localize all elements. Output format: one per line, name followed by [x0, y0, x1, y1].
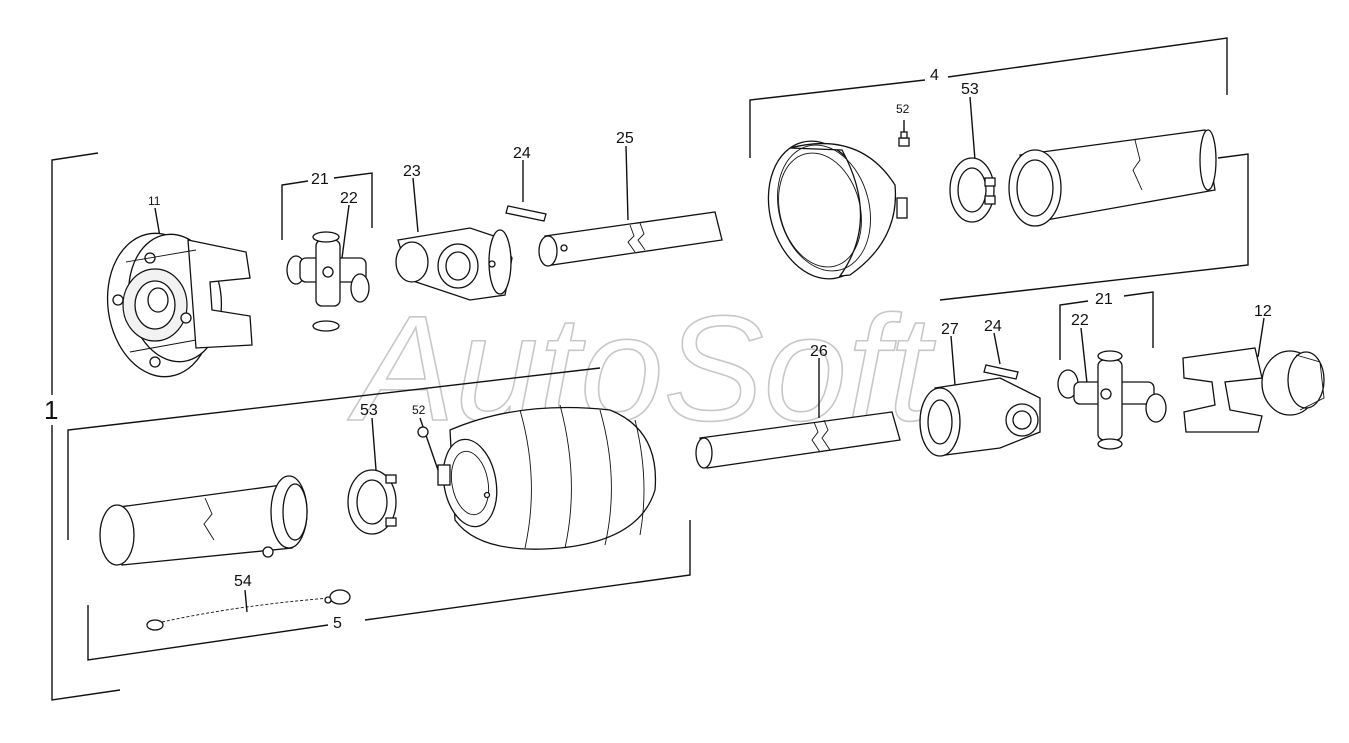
bracket-tube-upper — [939, 153, 1249, 301]
callout-labels: 1 4 5 11 12 21 21 22 22 23 24 24 25 26 2… — [44, 67, 1272, 632]
part-52-grease-nipple-lower — [417, 426, 429, 438]
part-52-grease-nipple-upper — [898, 131, 910, 147]
label-12: 12 — [1254, 303, 1272, 320]
part-12-yoke-right — [1182, 347, 1325, 433]
label-21-upper: 21 — [311, 171, 329, 188]
bracket-group-21-lower — [1059, 291, 1154, 360]
part-22-cross-joint-lower — [1057, 350, 1167, 450]
label-22-upper: 22 — [340, 190, 358, 207]
bracket-assembly-1 — [51, 152, 121, 701]
part-53-bearing-ring-upper — [949, 157, 996, 223]
label-52-upper: 52 — [896, 102, 910, 116]
label-22-lower: 22 — [1071, 312, 1089, 329]
label-26: 26 — [810, 343, 828, 360]
part-26-outer-profile-tube — [695, 411, 901, 469]
bracket-group-21-upper — [281, 172, 373, 240]
part-24-pin-upper — [505, 205, 547, 222]
part-5-guard-tube-lower — [99, 475, 308, 566]
part-23-inner-yoke — [395, 227, 513, 301]
bracket-tube-lower — [67, 367, 601, 540]
label-11: 11 — [148, 194, 161, 208]
part-5-guard-cone-lower — [437, 404, 657, 550]
label-27: 27 — [941, 321, 959, 338]
part-4-guard-tube-outer — [1008, 129, 1217, 227]
part-54-safety-chain — [146, 589, 351, 631]
label-25: 25 — [616, 130, 634, 147]
part-24-pin-lower — [983, 364, 1019, 380]
part-25-inner-profile-tube — [538, 211, 723, 267]
label-53-lower: 53 — [360, 402, 378, 419]
label-52-lower: 52 — [412, 403, 426, 417]
label-5: 5 — [333, 615, 342, 632]
part-22-cross-joint-upper — [286, 231, 370, 332]
bracket-group-5 — [87, 520, 691, 661]
label-54: 54 — [234, 573, 252, 590]
label-53-upper: 53 — [961, 81, 979, 98]
label-4: 4 — [930, 67, 939, 84]
label-1: 1 — [44, 395, 58, 425]
label-24-lower: 24 — [984, 318, 1002, 335]
bracket-group-4 — [749, 37, 1228, 158]
part-4-guard-cone-upper — [767, 140, 908, 280]
part-27-outer-yoke — [919, 377, 1041, 457]
label-24-upper: 24 — [513, 145, 531, 162]
part-53-bearing-ring-lower — [347, 469, 397, 535]
label-21-lower: 21 — [1095, 291, 1113, 308]
part-11-flange-yoke — [106, 232, 253, 378]
label-23: 23 — [403, 163, 421, 180]
